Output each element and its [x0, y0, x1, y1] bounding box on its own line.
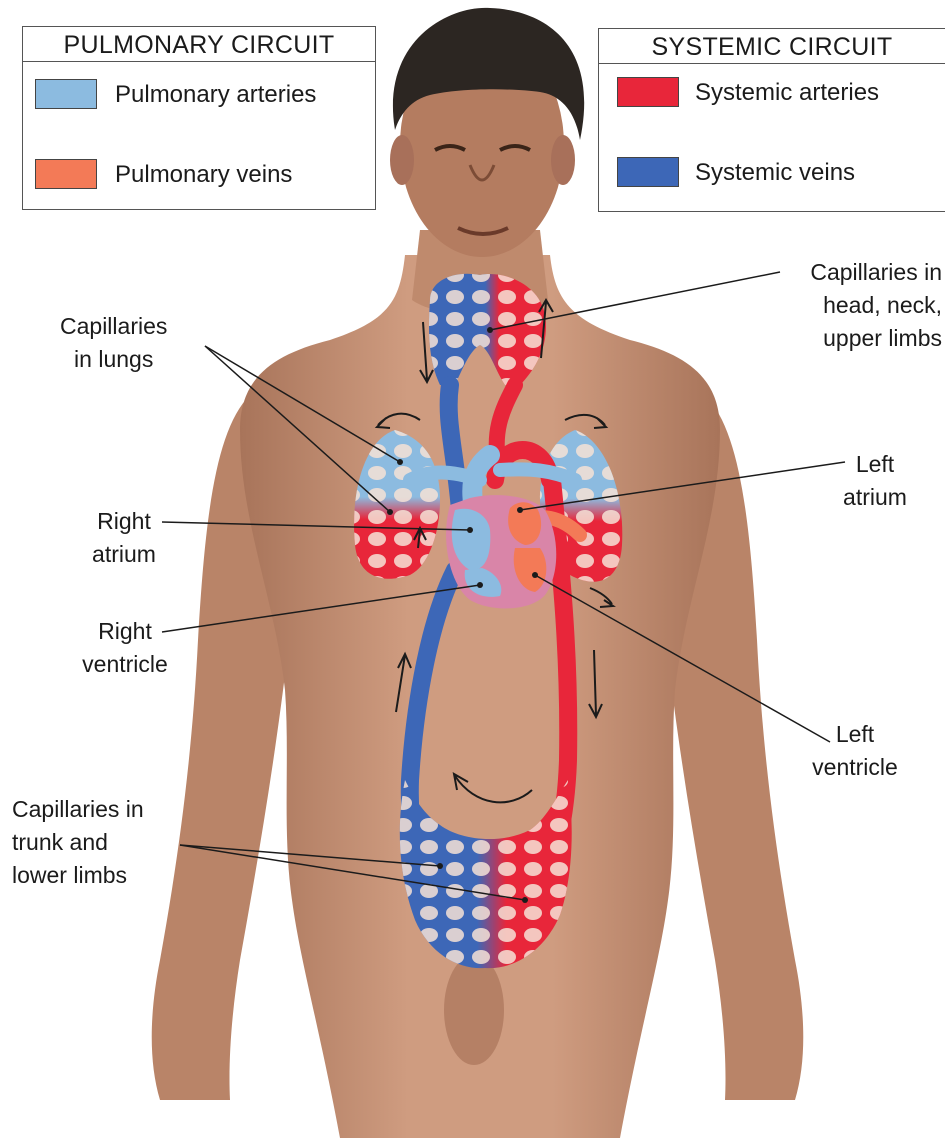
pulmonary-veins-label: Pulmonary veins [115, 161, 292, 189]
legend-item-pulmonary-veins: Pulmonary veins [23, 155, 375, 195]
callout-capillaries-head: Capillaries in head, neck, upper limbs [772, 256, 942, 355]
legend-item-pulmonary-arteries: Pulmonary arteries [23, 75, 375, 115]
callout-capillaries-trunk: Capillaries in trunk and lower limbs [12, 793, 144, 892]
systemic-arteries-swatch [617, 77, 679, 107]
heart [446, 495, 556, 608]
pulmonary-veins-swatch [35, 159, 97, 189]
systemic-arteries-label: Systemic arteries [695, 79, 879, 107]
callout-left-atrium: Left atrium [830, 448, 920, 514]
callout-right-atrium: Right atrium [84, 505, 164, 571]
callout-capillaries-lungs: Capillaries in lungs [60, 310, 167, 376]
groin [444, 955, 504, 1065]
ear-right [551, 135, 575, 185]
systemic-veins-swatch [617, 157, 679, 187]
legend-systemic-title: SYSTEMIC CIRCUIT [599, 29, 945, 64]
legend-pulmonary-title: PULMONARY CIRCUIT [23, 27, 375, 62]
legend-item-systemic-veins: Systemic veins [599, 153, 945, 193]
pulmonary-arteries-label: Pulmonary arteries [115, 81, 316, 109]
legend-systemic-circuit: SYSTEMIC CIRCUIT Systemic arteries Syste… [598, 28, 945, 212]
systemic-veins-label: Systemic veins [695, 159, 855, 187]
legend-item-systemic-arteries: Systemic arteries [599, 73, 945, 113]
callout-right-ventricle: Right ventricle [70, 615, 180, 681]
legend-pulmonary-circuit: PULMONARY CIRCUIT Pulmonary arteries Pul… [22, 26, 376, 210]
callout-left-ventricle: Left ventricle [800, 718, 910, 784]
pulmonary-arteries-swatch [35, 79, 97, 109]
ear-left [390, 135, 414, 185]
